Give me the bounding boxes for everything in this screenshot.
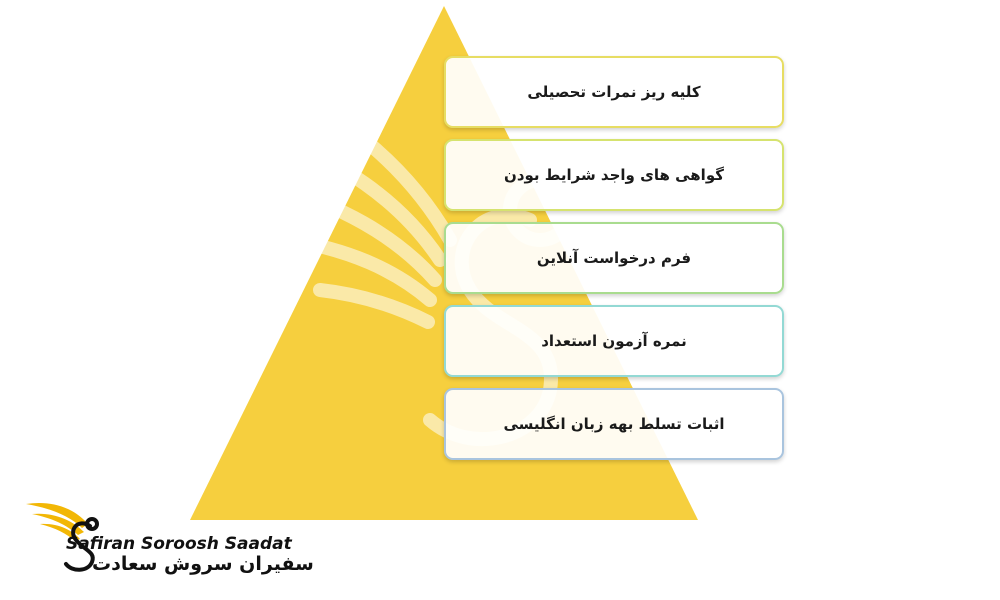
- requirement-box-4: نمره آزمون استعداد: [444, 305, 784, 377]
- requirement-label-4: نمره آزمون استعداد: [541, 332, 687, 350]
- requirement-label-2: گواهی های واجد شرایط بودن: [504, 166, 724, 184]
- brand-name-english: Safiran Soroosh Saadat: [66, 534, 292, 554]
- requirement-box-2: گواهی های واجد شرایط بودن: [444, 139, 784, 211]
- wing-logo-icon: [26, 502, 99, 572]
- requirement-label-1: کلیه ریز نمرات تحصیلی: [527, 83, 701, 101]
- requirement-box-1: کلیه ریز نمرات تحصیلی: [444, 56, 784, 128]
- requirement-label-5: اثبات تسلط بهه زبان انگلیسی: [503, 415, 725, 433]
- requirement-box-5: اثبات تسلط بهه زبان انگلیسی: [444, 388, 784, 460]
- brand-name-persian: سفیران سروش سعادت: [92, 553, 314, 575]
- requirement-label-3: فرم درخواست آنلاین: [536, 249, 692, 267]
- requirement-box-3: فرم درخواست آنلاین: [444, 222, 784, 294]
